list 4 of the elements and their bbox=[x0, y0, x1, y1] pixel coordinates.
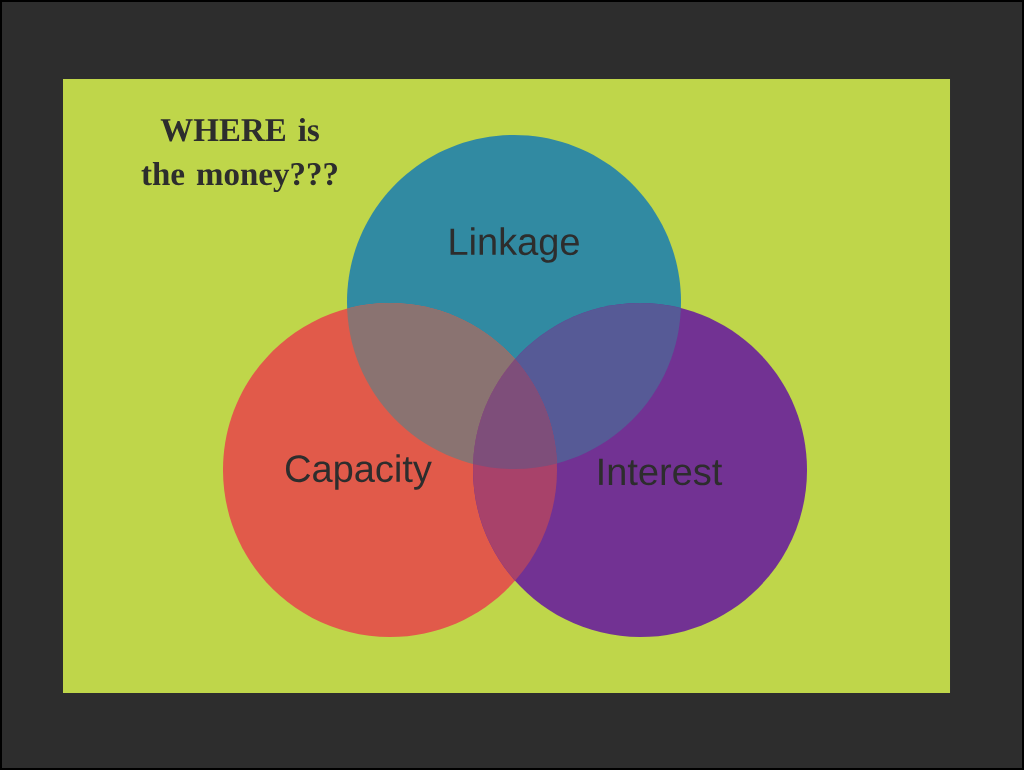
circle-label: Linkage bbox=[450, 227, 579, 263]
circle-label: Capacity bbox=[286, 454, 432, 490]
title: WHERE is the money??? bbox=[141, 118, 337, 192]
circle-label: Interest bbox=[599, 458, 723, 486]
